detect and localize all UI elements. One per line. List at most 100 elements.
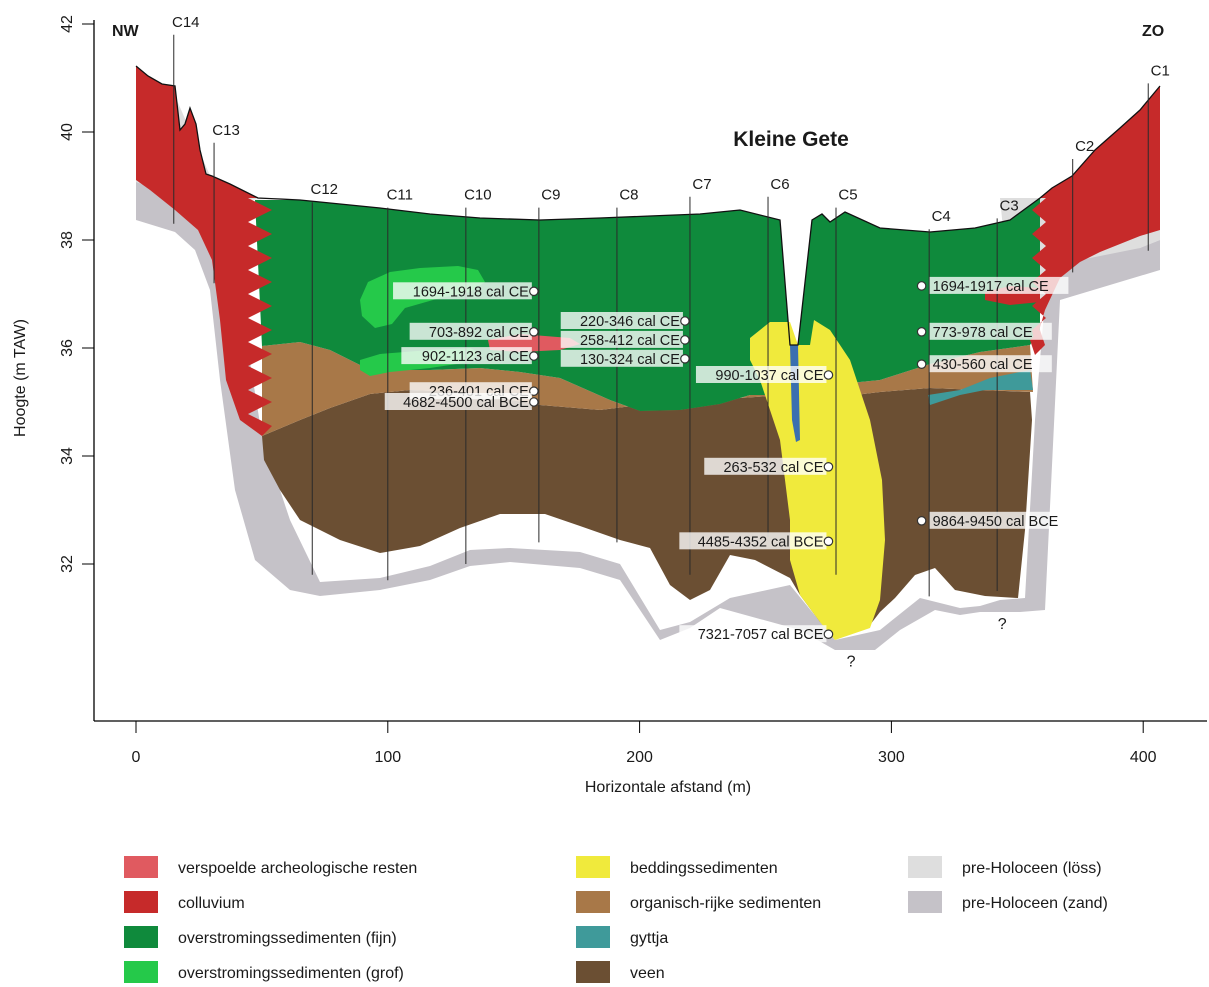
date-sample-point [916,326,927,337]
date-label-bg [560,312,683,329]
core-label-c5: C5 [838,187,857,204]
x-tick-label: 300 [878,749,905,766]
core-label-c13: C13 [212,122,240,139]
legend-swatch [124,961,158,983]
x-tick-label: 200 [626,749,653,766]
legend-label: veen [630,965,665,982]
x-tick-label: 100 [374,749,401,766]
date-label-bg [679,532,827,550]
date-label-bg [704,457,827,475]
date-label: 430-560 cal CE [933,357,1033,373]
date-label: 902-1123 cal CE [422,349,529,365]
core-label-c8: C8 [619,187,638,204]
date-sample-point [823,370,834,380]
y-axis-label: Hoogte (m TAW) [12,319,29,437]
date-label-bg [929,322,1052,340]
core-label-c6: C6 [770,176,789,193]
date-label: 258-412 cal CE [580,333,680,349]
date-label: 4485-4352 cal BCE [698,534,824,550]
legend-swatch [908,856,942,878]
x-axis-label: Horizontale afstand (m) [585,779,751,796]
date-label-bg [560,330,683,348]
legend: verspoelde archeologische resten colluviu… [124,856,1108,983]
date-sample-point [916,359,927,369]
date-sample-point [529,397,539,407]
x-tick-label: 400 [1130,749,1157,766]
date-sample-point [529,351,539,361]
date-label-bg [393,282,532,300]
legend-swatch [576,856,610,878]
date-sample-point [680,316,690,326]
core-label-c11: C11 [387,187,413,204]
legend-swatch [576,961,610,983]
legend-label: beddingssedimenten [630,860,778,877]
legend-swatch [124,926,158,948]
legend-swatch [124,856,158,878]
y-tick-label: 32 [59,555,76,573]
core-label-c7: C7 [692,176,711,193]
date-sample-point [823,536,834,547]
legend-swatch [908,891,942,913]
date-sample-point [823,629,834,639]
gyttja-layer [928,370,1033,405]
x-tick-label: 0 [132,749,141,766]
y-tick-label: 34 [59,447,76,465]
core-label-c3: C3 [1000,197,1019,214]
date-sample-point [916,515,927,526]
date-label-bg [929,355,1052,373]
date-label: 130-324 cal CE [580,352,680,368]
legend-swatch [124,891,158,913]
core-label-c9: C9 [541,187,560,204]
colluvium-right [1032,86,1160,345]
y-tick-label: 40 [59,123,76,141]
peat-layer [262,388,1032,636]
date-label: 1694-1917 cal CE [933,279,1049,295]
question-mark: ? [847,654,856,671]
legend-label: verspoelde archeologische resten [178,860,417,877]
core-label-c4: C4 [932,208,951,225]
direction-left-label: NW [112,23,140,40]
legend-label: colluvium [178,895,245,912]
legend-label: pre-Holoceen (löss) [962,860,1102,877]
core-label-c1: C1 [1151,62,1170,79]
date-sample-point [529,286,539,297]
date-label-bg [401,347,532,365]
date-label: 220-346 cal CE [580,314,680,330]
date-label: 1694-1918 cal CE [413,284,529,300]
legend-label: organisch-rijke sedimenten [630,895,821,912]
date-label: 703-892 cal CE [429,325,529,341]
radiocarbon-dates: 1694-1918 cal CE 703-892 cal CE 902-1123 c… [384,276,1077,671]
date-label-bg [384,393,532,410]
date-label-bg [695,366,827,383]
legend-label: overstromingssedimenten (fijn) [178,930,397,947]
channel-sediments [750,320,885,640]
y-tick-label: 42 [59,15,76,33]
date-sample-point [529,326,539,337]
date-sample-point [680,335,690,345]
date-label-bg [929,511,1077,529]
ground-surface-line [135,65,1161,346]
core-label-c10: C10 [464,187,492,204]
river-title: Kleine Gete [733,128,849,151]
date-label-bg [679,625,827,643]
date-label: 4682-4500 cal BCE [403,395,529,411]
date-label: 263-532 cal CE [723,460,823,476]
colluvium-left [136,66,272,436]
legend-swatch [576,926,610,948]
legend-label: overstromingssedimenten (grof) [178,965,404,982]
date-sample-point [916,281,927,291]
date-label: 773-978 cal CE [933,325,1033,341]
core-label-c12: C12 [310,181,338,198]
question-mark: ? [998,616,1007,633]
legend-swatch [576,891,610,913]
y-tick-label: 38 [59,231,76,249]
core-label-c2: C2 [1075,138,1094,155]
date-label: 7321-7057 cal BCE [698,627,824,643]
legend-label: gyttja [630,930,668,947]
date-label: 990-1037 cal CE [715,368,823,384]
date-label: 9864-9450 cal BCE [933,514,1059,530]
date-sample-point [823,461,834,472]
legend-label: pre-Holoceen (zand) [962,895,1108,912]
